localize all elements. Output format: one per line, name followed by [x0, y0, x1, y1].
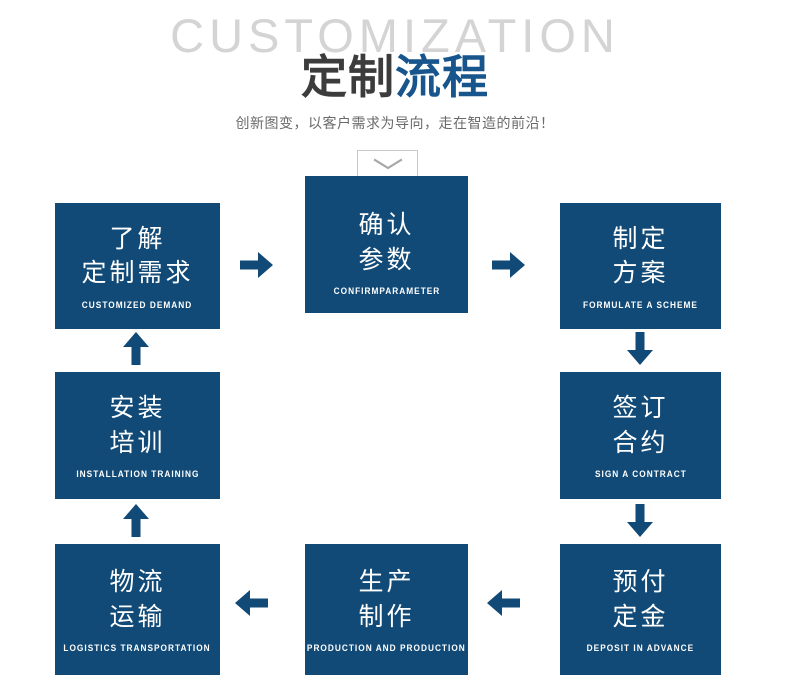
arrow-right-icon-demand-to-parameter — [240, 252, 273, 278]
step-subtitle-en: LOGISTICS TRANSPORTATION — [63, 643, 212, 654]
step-title-line2: 合约 — [612, 428, 669, 457]
page-title-dark-part: 定制 — [301, 51, 395, 103]
arrow-left-icon-deposit-to-production — [487, 590, 520, 616]
step-subtitle-en: CONFIRMPARAMETER — [333, 286, 440, 297]
step-subtitle-en: PRODUCTION AND PRODUCTION — [307, 643, 466, 654]
step-box-deposit-in-advance[interactable]: 预付 定金 DEPOSIT IN ADVANCE — [560, 544, 721, 675]
arrow-up-icon-logistics-to-installation — [123, 504, 149, 537]
arrow-left-icon-production-to-logistics — [235, 590, 268, 616]
step-subtitle-en: SIGN A CONTRACT — [594, 469, 687, 480]
step-box-installation-training[interactable]: 安装 培训 INSTALLATION TRAINING — [55, 372, 220, 499]
step-subtitle-en: DEPOSIT IN ADVANCE — [586, 643, 695, 654]
step-title-line1: 了解 — [109, 224, 166, 253]
step-subtitle-en: INSTALLATION TRAINING — [75, 469, 200, 480]
step-box-production-and-production[interactable]: 生产 制作 PRODUCTION AND PRODUCTION — [305, 544, 468, 675]
step-title-line1: 安装 — [109, 394, 166, 423]
arrow-right-icon-parameter-to-scheme — [492, 252, 525, 278]
chevron-down-icon — [372, 158, 403, 170]
step-title-line2: 定制需求 — [81, 259, 194, 288]
step-box-confirm-parameter[interactable]: 确认 参数 CONFIRMPARAMETER — [305, 176, 468, 313]
watermark-customization: CUSTOMIZATION — [170, 9, 620, 62]
step-title-line2: 制作 — [358, 602, 415, 631]
step-title-line1: 确认 — [358, 211, 415, 240]
page-title: 定制流程 — [0, 51, 790, 104]
step-title-line2: 参数 — [358, 245, 415, 274]
arrow-down-icon-scheme-to-contract — [627, 332, 653, 365]
step-title-line2: 定金 — [612, 602, 669, 631]
page-subtitle: 创新图变，以客户需求为导向，走在智造的前沿！ — [235, 115, 555, 131]
step-title-line1: 物流 — [109, 568, 166, 597]
step-subtitle-en: FORMULATE A SCHEME — [583, 299, 698, 310]
arrow-up-icon-installation-to-demand — [123, 332, 149, 365]
chevron-down-badge[interactable] — [357, 150, 418, 178]
step-title-line2: 方案 — [612, 259, 669, 288]
step-box-logistics-transportation[interactable]: 物流 运输 LOGISTICS TRANSPORTATION — [55, 544, 220, 675]
step-subtitle-en: CUSTOMIZED DEMAND — [82, 299, 193, 310]
step-box-customized-demand[interactable]: 了解 定制需求 CUSTOMIZED DEMAND — [55, 203, 220, 329]
step-title-line1: 生产 — [358, 568, 415, 597]
step-title-line2: 运输 — [109, 602, 166, 631]
step-box-formulate-a-scheme[interactable]: 制定 方案 FORMULATE A SCHEME — [560, 203, 721, 329]
arrow-down-icon-contract-to-deposit — [627, 504, 653, 537]
step-title-line1: 制定 — [612, 224, 669, 253]
page-title-blue-part: 流程 — [395, 51, 489, 103]
step-title-line2: 培训 — [109, 428, 166, 457]
step-title-line1: 签订 — [612, 394, 669, 423]
step-box-sign-a-contract[interactable]: 签订 合约 SIGN A CONTRACT — [560, 372, 721, 499]
step-title-line1: 预付 — [612, 568, 669, 597]
